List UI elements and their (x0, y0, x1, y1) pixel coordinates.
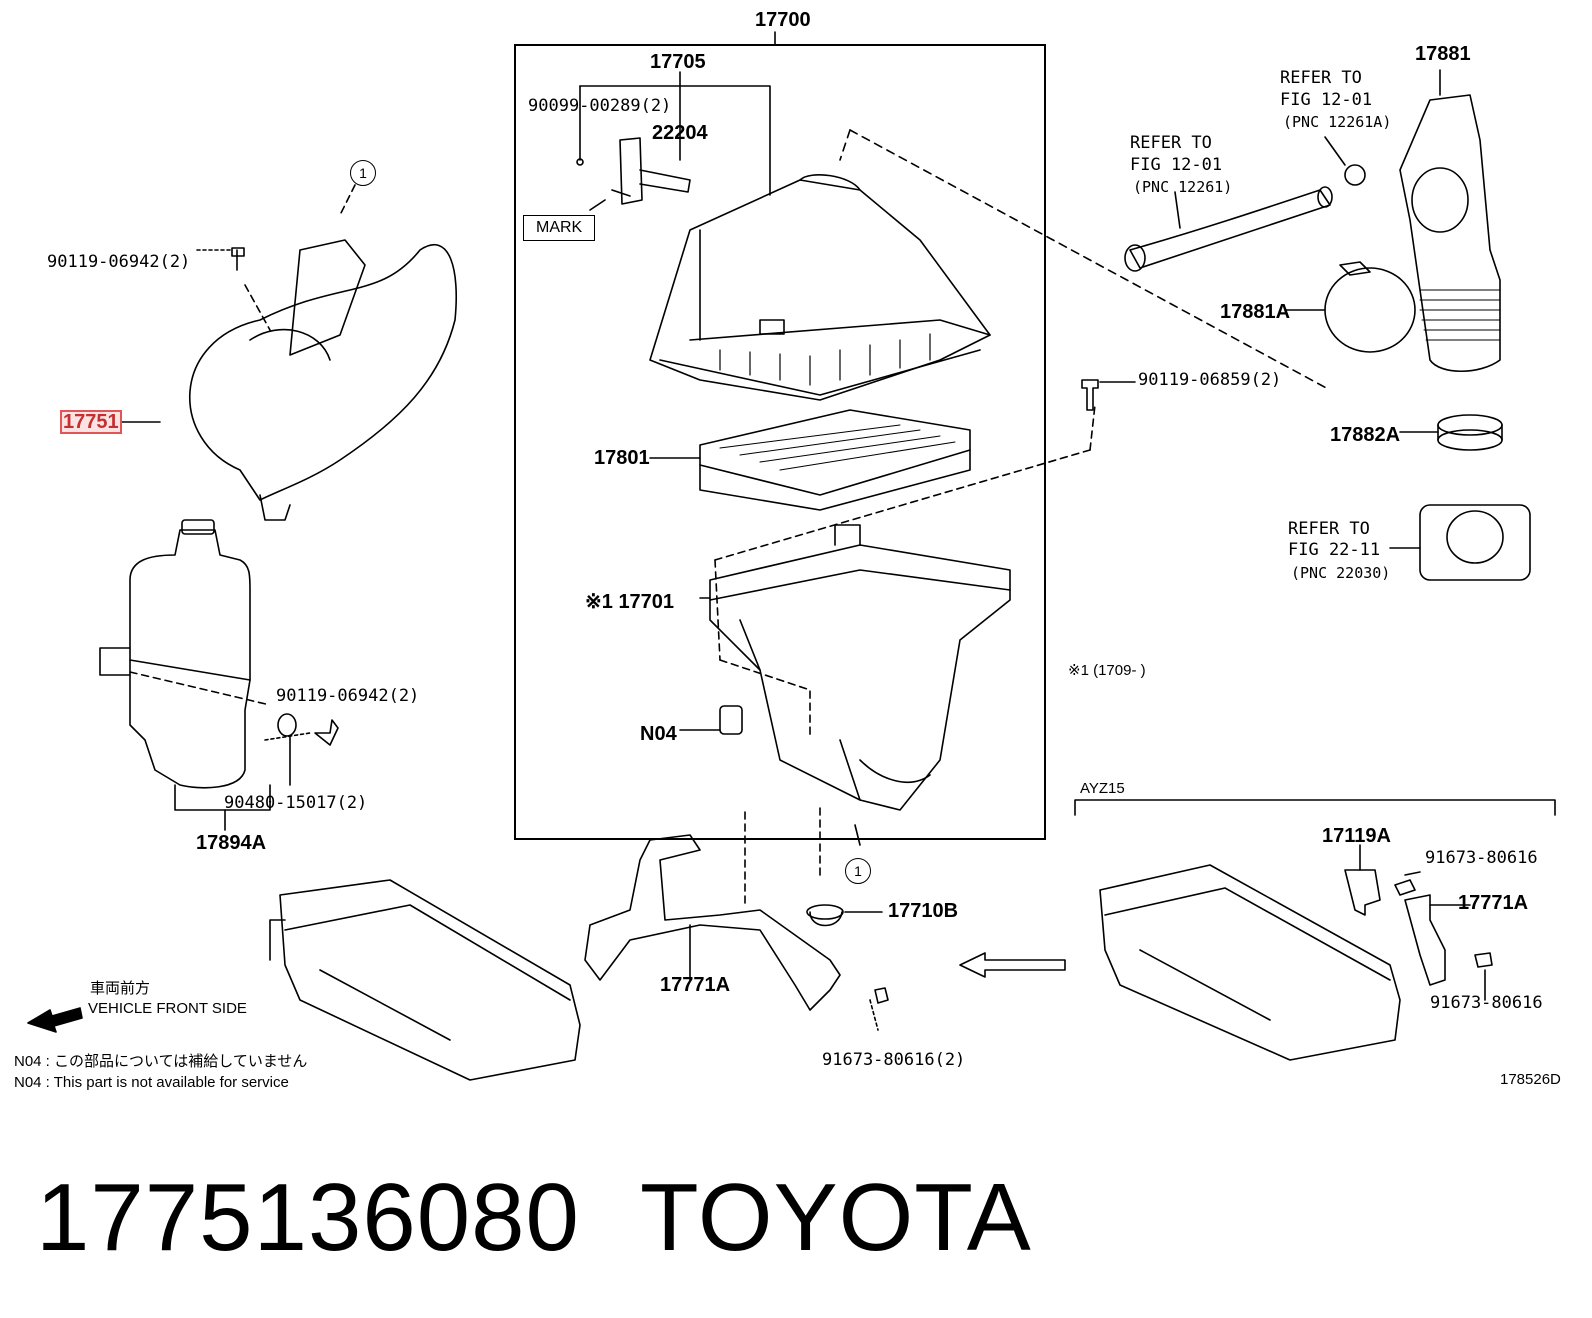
label-90099: 90099-00289(2) (528, 96, 672, 116)
label-17710B: 17710B (888, 900, 959, 922)
label-17771A-center: 17771A (660, 974, 731, 996)
label-N04: N04 (640, 723, 677, 745)
air-cleaner-group-frame (514, 44, 1046, 840)
label-17881: 17881 (1415, 43, 1471, 65)
diagram-code: 178526D (1500, 1071, 1561, 1088)
label-90119-b: 90119-06942(2) (276, 686, 420, 706)
refer-12261-line3: (PNC 12261) (1133, 178, 1233, 196)
label-17801: 17801 (594, 447, 650, 469)
label-91673-a: 91673-80616 (1425, 848, 1538, 868)
vehicle-front-en: VEHICLE FRONT SIDE (88, 1000, 247, 1017)
label-17882A: 17882A (1330, 424, 1401, 446)
label-17881A: 17881A (1220, 301, 1291, 323)
label-22204: 22204 (652, 122, 708, 144)
mark-box: MARK (523, 215, 596, 241)
label-91673-c: 91673-80616(2) (822, 1050, 966, 1070)
ayz15-label: AYZ15 (1080, 780, 1125, 797)
label-91673-b: 91673-80616 (1430, 993, 1543, 1013)
label-90119-c: 90119-06859(2) (1138, 370, 1282, 390)
n04-note-en: N04 : This part is not available for ser… (14, 1074, 289, 1091)
vehicle-front-jp: 車両前方 (90, 980, 151, 997)
label-17751-highlighted[interactable]: 17751 (60, 410, 122, 434)
label-17700: 17700 (755, 9, 811, 31)
refer-22030-line2: FIG 22-11 (1288, 540, 1381, 560)
refer-22030-line3: (PNC 22030) (1291, 564, 1391, 582)
label-17771A-right: 17771A (1458, 892, 1529, 914)
brand-caption: TOYOTA (640, 1164, 1032, 1271)
refer-12261a-line2: FIG 12-01 (1280, 90, 1373, 110)
label-17701: ※1 17701 (585, 591, 675, 613)
reference-circle-2: 1 (845, 858, 871, 884)
refer-12261a-line3: (PNC 12261A) (1283, 113, 1392, 131)
n04-note-jp: N04 : この部品については補給していません (14, 1053, 308, 1070)
footnote-1709: ※1 (1709- ) (1068, 662, 1146, 679)
label-17119A: 17119A (1322, 825, 1391, 847)
label-90119-a: 90119-06942(2) (47, 252, 191, 272)
reference-circle-1: 1 (350, 160, 376, 186)
label-17705: 17705 (650, 51, 706, 73)
refer-12261-line1: REFER TO (1130, 133, 1212, 153)
label-17894A: 17894A (196, 832, 267, 854)
label-90480: 90480-15017(2) (224, 793, 368, 813)
refer-22030-line1: REFER TO (1288, 519, 1370, 539)
part-number-caption: 1775136080 (36, 1164, 580, 1271)
refer-12261a-line1: REFER TO (1280, 68, 1362, 88)
refer-12261-line2: FIG 12-01 (1130, 155, 1223, 175)
